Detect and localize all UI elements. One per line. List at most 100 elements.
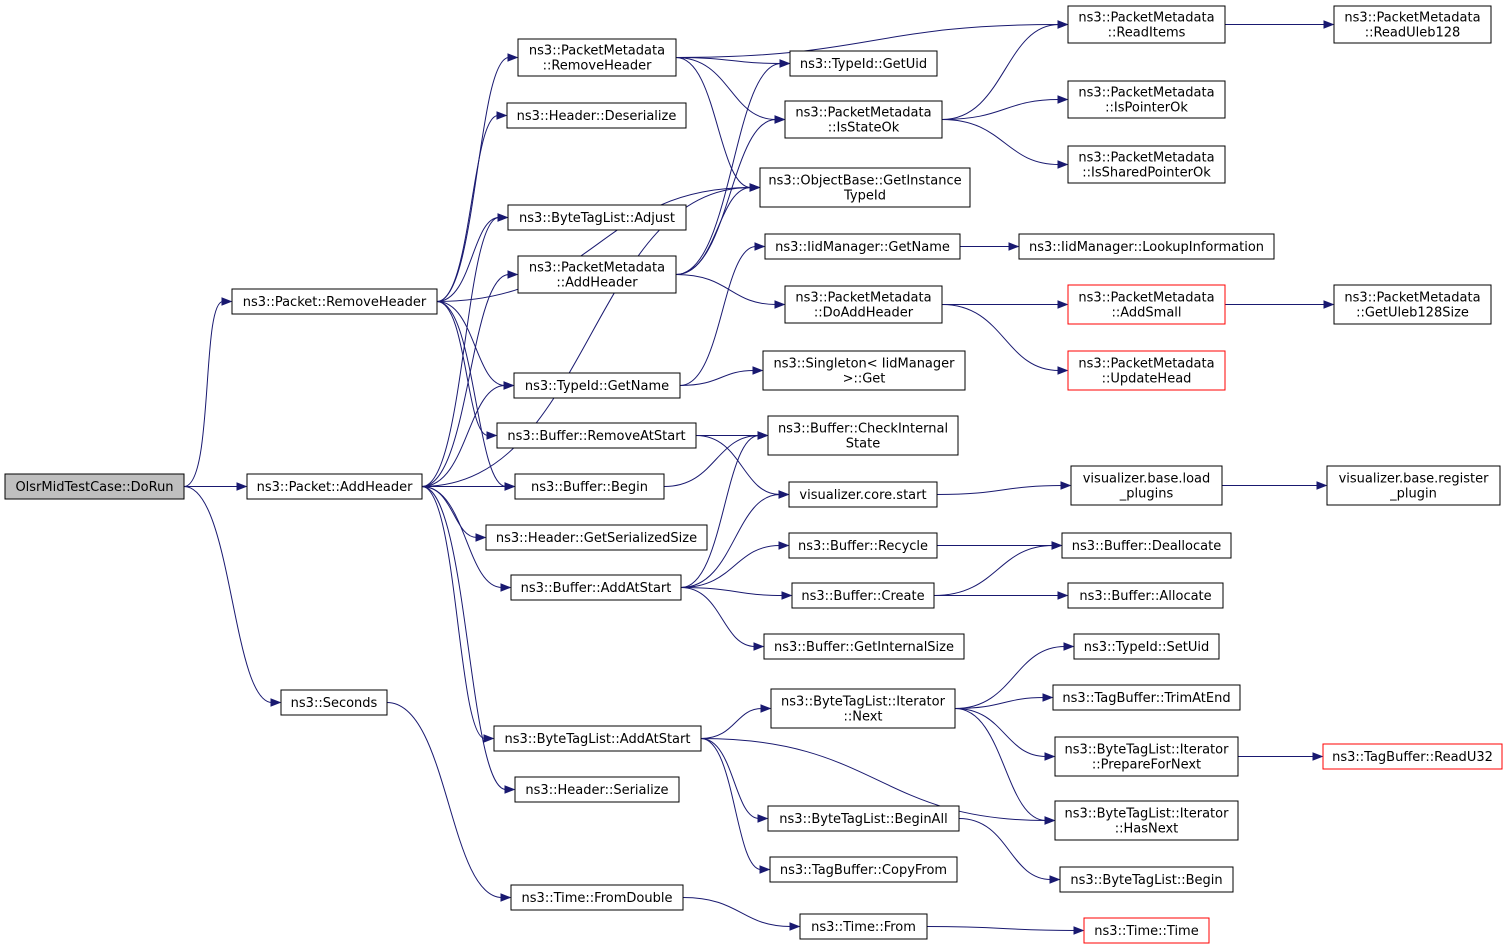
node-tb_trimend[interactable]: ns3::TagBuffer::TrimAtEnd — [1052, 684, 1241, 711]
node-btl_adjust[interactable]: ns3::ByteTagList::Adjust — [507, 204, 687, 231]
node-tid_getname[interactable]: ns3::TypeId::GetName — [513, 372, 681, 399]
node-box[interactable] — [510, 574, 682, 601]
node-box[interactable] — [1067, 350, 1226, 391]
node-box[interactable] — [1067, 582, 1224, 609]
node-box[interactable] — [507, 204, 687, 231]
node-box[interactable] — [1059, 866, 1234, 893]
node-btl_beginall[interactable]: ns3::ByteTagList::BeginAll — [767, 805, 960, 832]
node-time_fromdouble[interactable]: ns3::Time::FromDouble — [510, 884, 684, 911]
node-box[interactable] — [1322, 743, 1503, 770]
node-tid_setuid[interactable]: ns3::TypeId::SetUid — [1073, 633, 1220, 660]
node-box[interactable] — [784, 285, 943, 324]
node-hdr_sersize[interactable]: ns3::Header::GetSerializedSize — [485, 524, 708, 551]
node-box[interactable] — [762, 350, 966, 391]
node-viz_load[interactable]: visualizer.base.load_plugins — [1070, 465, 1223, 506]
node-box[interactable] — [513, 372, 681, 399]
node-buf_dealloc[interactable]: ns3::Buffer::Deallocate — [1061, 532, 1232, 559]
node-box[interactable] — [496, 422, 697, 449]
node-box[interactable] — [514, 473, 665, 500]
node-box[interactable] — [1067, 5, 1226, 44]
node-tb_readu32[interactable]: ns3::TagBuffer::ReadU32 — [1322, 743, 1503, 770]
node-buf_getintsize[interactable]: ns3::Buffer::GetInternalSize — [763, 633, 965, 660]
node-pm_add[interactable]: ns3::PacketMetadata::AddHeader — [517, 255, 677, 294]
node-buf_recycle[interactable]: ns3::Buffer::Recycle — [788, 532, 938, 559]
node-pm_isshared[interactable]: ns3::PacketMetadata::IsSharedPointerOk — [1067, 145, 1226, 184]
node-hdr_deser[interactable]: ns3::Header::Deserialize — [506, 102, 687, 129]
node-box[interactable] — [1326, 465, 1501, 506]
node-box[interactable] — [767, 805, 960, 832]
node-box[interactable] — [485, 524, 708, 551]
node-box[interactable] — [788, 532, 938, 559]
node-box[interactable] — [514, 776, 680, 803]
node-box[interactable] — [280, 689, 388, 716]
node-buf_begin[interactable]: ns3::Buffer::Begin — [514, 473, 665, 500]
node-btl_addstart[interactable]: ns3::ByteTagList::AddAtStart — [493, 725, 702, 752]
node-pm_readitems[interactable]: ns3::PacketMetadata::ReadItems — [1067, 5, 1226, 44]
node-box[interactable] — [784, 100, 943, 139]
node-box[interactable] — [1067, 145, 1226, 184]
node-box[interactable] — [759, 167, 971, 208]
node-box[interactable] — [1083, 917, 1210, 944]
node-dorun[interactable]: OlsrMidTestCase::DoRun — [4, 473, 185, 500]
node-box[interactable] — [246, 473, 423, 500]
node-time_from[interactable]: ns3::Time::From — [799, 913, 928, 940]
node-box[interactable] — [1061, 532, 1232, 559]
node-box[interactable] — [1067, 284, 1226, 325]
node-buf_addstart[interactable]: ns3::Buffer::AddAtStart — [510, 574, 682, 601]
node-pkt_add[interactable]: ns3::Packet::AddHeader — [246, 473, 423, 500]
node-buf_create[interactable]: ns3::Buffer::Create — [791, 582, 935, 609]
node-box[interactable] — [788, 481, 938, 508]
node-box[interactable] — [791, 582, 935, 609]
node-viz_start[interactable]: visualizer.core.start — [788, 481, 938, 508]
node-box[interactable] — [789, 50, 938, 77]
node-btl_it_hasnext[interactable]: ns3::ByteTagList::Iterator::HasNext — [1054, 800, 1239, 841]
node-box[interactable] — [493, 725, 702, 752]
node-box[interactable] — [764, 233, 961, 260]
node-seconds[interactable]: ns3::Seconds — [280, 689, 388, 716]
node-box[interactable] — [763, 633, 965, 660]
node-pm_readuleb[interactable]: ns3::PacketMetadata::ReadUleb128 — [1333, 5, 1492, 44]
node-btl_it_next[interactable]: ns3::ByteTagList::Iterator::Next — [770, 688, 956, 729]
node-box[interactable] — [1333, 284, 1492, 325]
node-tid_getuid[interactable]: ns3::TypeId::GetUid — [789, 50, 938, 77]
node-box[interactable] — [1018, 233, 1275, 260]
node-box[interactable] — [231, 288, 438, 315]
node-pkt_remove[interactable]: ns3::Packet::RemoveHeader — [231, 288, 438, 315]
node-box[interactable] — [1054, 800, 1239, 841]
node-box[interactable] — [1073, 633, 1220, 660]
node-buf_alloc[interactable]: ns3::Buffer::Allocate — [1067, 582, 1224, 609]
node-pm_doadd[interactable]: ns3::PacketMetadata::DoAddHeader — [784, 285, 943, 324]
node-box[interactable] — [1054, 736, 1239, 777]
node-pm_isptr[interactable]: ns3::PacketMetadata::IsPointerOk — [1067, 80, 1226, 119]
node-time_time[interactable]: ns3::Time::Time — [1083, 917, 1210, 944]
node-box[interactable] — [1333, 5, 1492, 44]
node-iid_lookup[interactable]: ns3::IidManager::LookupInformation — [1018, 233, 1275, 260]
node-box[interactable] — [510, 884, 684, 911]
node-iid_getname[interactable]: ns3::IidManager::GetName — [764, 233, 961, 260]
node-box[interactable] — [769, 856, 958, 883]
node-box[interactable] — [517, 38, 677, 77]
node-hdr_ser[interactable]: ns3::Header::Serialize — [514, 776, 680, 803]
node-pm_isstate[interactable]: ns3::PacketMetadata::IsStateOk — [784, 100, 943, 139]
node-box[interactable] — [799, 913, 928, 940]
node-btl_begin[interactable]: ns3::ByteTagList::Begin — [1059, 866, 1234, 893]
node-box[interactable] — [506, 102, 687, 129]
node-box[interactable] — [517, 255, 677, 294]
node-buf_remstart[interactable]: ns3::Buffer::RemoveAtStart — [496, 422, 697, 449]
node-singleton_get[interactable]: ns3::Singleton< IidManager >::Get — [762, 350, 966, 391]
node-box[interactable] — [1067, 80, 1226, 119]
node-pm_updatehead[interactable]: ns3::PacketMetadata::UpdateHead — [1067, 350, 1226, 391]
node-tb_copyfrom[interactable]: ns3::TagBuffer::CopyFrom — [769, 856, 958, 883]
node-box[interactable] — [4, 473, 185, 500]
node-box[interactable] — [767, 415, 959, 456]
node-pm_getulebsize[interactable]: ns3::PacketMetadata::GetUleb128Size — [1333, 284, 1492, 325]
node-pm_addsmall[interactable]: ns3::PacketMetadata::AddSmall — [1067, 284, 1226, 325]
node-pm_remove[interactable]: ns3::PacketMetadata::RemoveHeader — [517, 38, 677, 77]
node-viz_register[interactable]: visualizer.base.register_plugin — [1326, 465, 1501, 506]
node-box[interactable] — [1052, 684, 1241, 711]
node-btl_it_prep[interactable]: ns3::ByteTagList::Iterator::PrepareForNe… — [1054, 736, 1239, 777]
node-box[interactable] — [770, 688, 956, 729]
node-box[interactable] — [1070, 465, 1223, 506]
